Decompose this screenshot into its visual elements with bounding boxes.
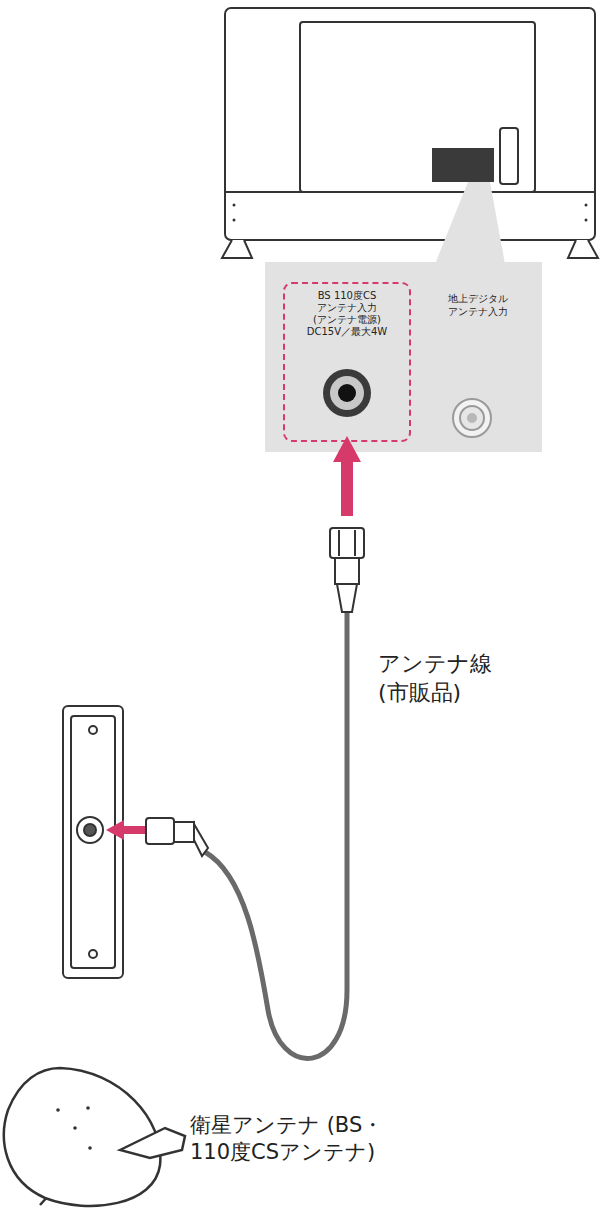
arrow-head [106,820,124,840]
terminal-block [432,148,494,182]
arrow-shaft [341,458,353,516]
tv-stand-bar [225,191,595,193]
wall-plate [63,706,123,978]
callout-panel [265,148,542,452]
plug-boot [337,584,357,612]
jack-ring [453,399,491,437]
plate-screw [89,726,97,734]
wall-socket-core [84,824,96,836]
insert-arrow [333,436,361,516]
dish-dot [86,1106,90,1110]
terrestrial-jack [453,399,491,437]
antenna-input-box: BS 110度CS アンテナ入力 (アンテナ電源) DC15V／最大4W [283,282,411,442]
lnb [120,1128,185,1158]
tv-foot [222,240,252,258]
jack-ring [460,406,484,430]
tv-slot [500,128,518,184]
plug-nut [146,818,174,844]
tv-foot [568,240,598,258]
terminal-panel [265,262,542,452]
jack-ring [323,369,371,417]
wall-plug [146,818,208,856]
plug-boot [194,824,208,856]
wall-socket [77,817,103,843]
plate-screw [89,950,97,958]
screw [585,219,588,222]
tv-back [222,8,598,258]
insert-arrow [106,820,146,840]
tv-body [225,8,595,240]
jack-center [467,413,477,423]
dish [4,1068,160,1206]
f-plug [330,528,364,612]
port-label: 地上デジタル アンテナ入力 [430,292,526,318]
bs-jack [323,369,371,417]
screw [585,204,588,207]
plug-body [174,822,194,842]
antenna-label: 衛星アンテナ (BS・110度CSアンテナ) [190,1112,470,1167]
screw [233,219,236,222]
antenna-cable [205,612,347,1059]
port-label: BS 110度CS アンテナ入力 (アンテナ電源) DC15V／最大4W [302,290,392,338]
screw [233,204,236,207]
plug-body [335,558,359,584]
arrow-head [333,436,361,462]
dish-dot [56,1108,60,1112]
plug-edge [338,530,340,556]
dish-dot [73,1126,77,1130]
cable-label: アンテナ線 (市販品) [378,650,518,707]
callout-wedge [435,182,505,264]
plug-nut [330,528,364,558]
wall-plate-inner [71,716,115,968]
arrow-shaft [122,826,146,834]
plug-edge [354,530,356,556]
dish-dot [88,1146,92,1150]
tv-rear-panel [300,22,535,192]
wall-outlet [63,706,123,978]
jack-ring [330,376,364,410]
jack-center [338,384,356,402]
satellite-dish [4,1068,185,1206]
